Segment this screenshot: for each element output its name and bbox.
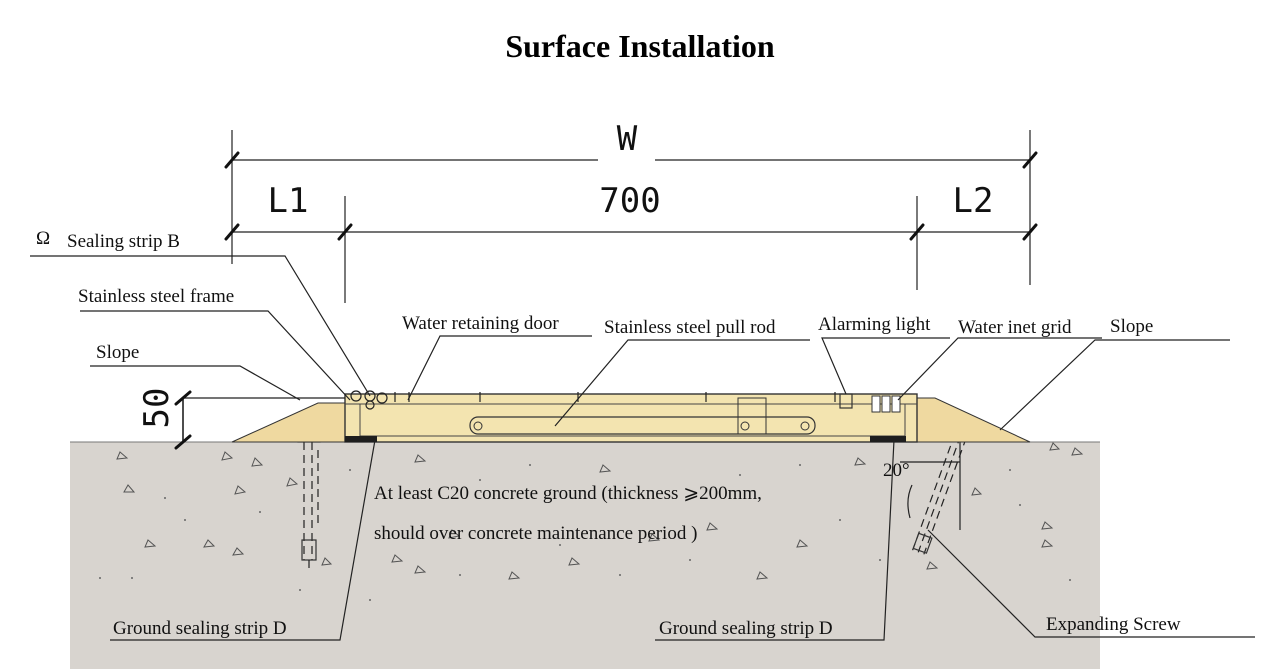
floodgate-body: [344, 393, 918, 443]
width-dimension: [224, 130, 1038, 285]
concrete-aggregate: [116, 442, 1084, 580]
concrete-note-line1: At least C20 concrete ground (thickness …: [374, 483, 762, 504]
pull-rod-label: Stainless steel pull rod: [604, 317, 776, 338]
pull-rod: [469, 397, 816, 435]
omega-symbol: Ω: [36, 228, 50, 249]
height-label: 50: [137, 388, 177, 429]
height-dimension: [174, 390, 345, 450]
ground-seal-left: [345, 436, 377, 442]
concrete-ground: [70, 442, 1100, 669]
water-inlet-grid-label: Water inet grid: [958, 317, 1072, 338]
diagram-title: Surface Installation: [505, 28, 775, 64]
concrete-dots: [99, 464, 1071, 601]
slope-left-label: Slope: [96, 342, 139, 363]
width-label: W: [617, 119, 638, 159]
alarming-light-label: Alarming light: [818, 314, 931, 335]
leader-lines: [30, 255, 1255, 641]
l1-label: L1: [268, 181, 309, 221]
segment-dimension: [224, 196, 1038, 303]
slope-right-label: Slope: [1110, 316, 1153, 337]
slope-right: [914, 397, 1031, 443]
ground-seal-right: [870, 436, 906, 442]
l2-label: L2: [953, 181, 994, 221]
stainless-steel-frame-label: Stainless steel frame: [78, 286, 234, 307]
center-width-label: 700: [599, 181, 660, 221]
water-retaining-door-label: Water retaining door: [402, 313, 559, 334]
water-inlet-grid: [871, 395, 901, 413]
ground-seal-right-label: Ground sealing strip D: [659, 618, 833, 639]
angle-indicator: [900, 440, 961, 530]
concrete-note-line2: should over concrete maintenance period …: [374, 523, 697, 544]
ground-seal-left-label: Ground sealing strip D: [113, 618, 287, 639]
expanding-screw-label: Expanding Screw: [1046, 614, 1181, 635]
sealing-strip-b-label: Sealing strip B: [67, 231, 180, 252]
slope-left: [231, 402, 348, 443]
angle-label: 20°: [883, 460, 910, 481]
